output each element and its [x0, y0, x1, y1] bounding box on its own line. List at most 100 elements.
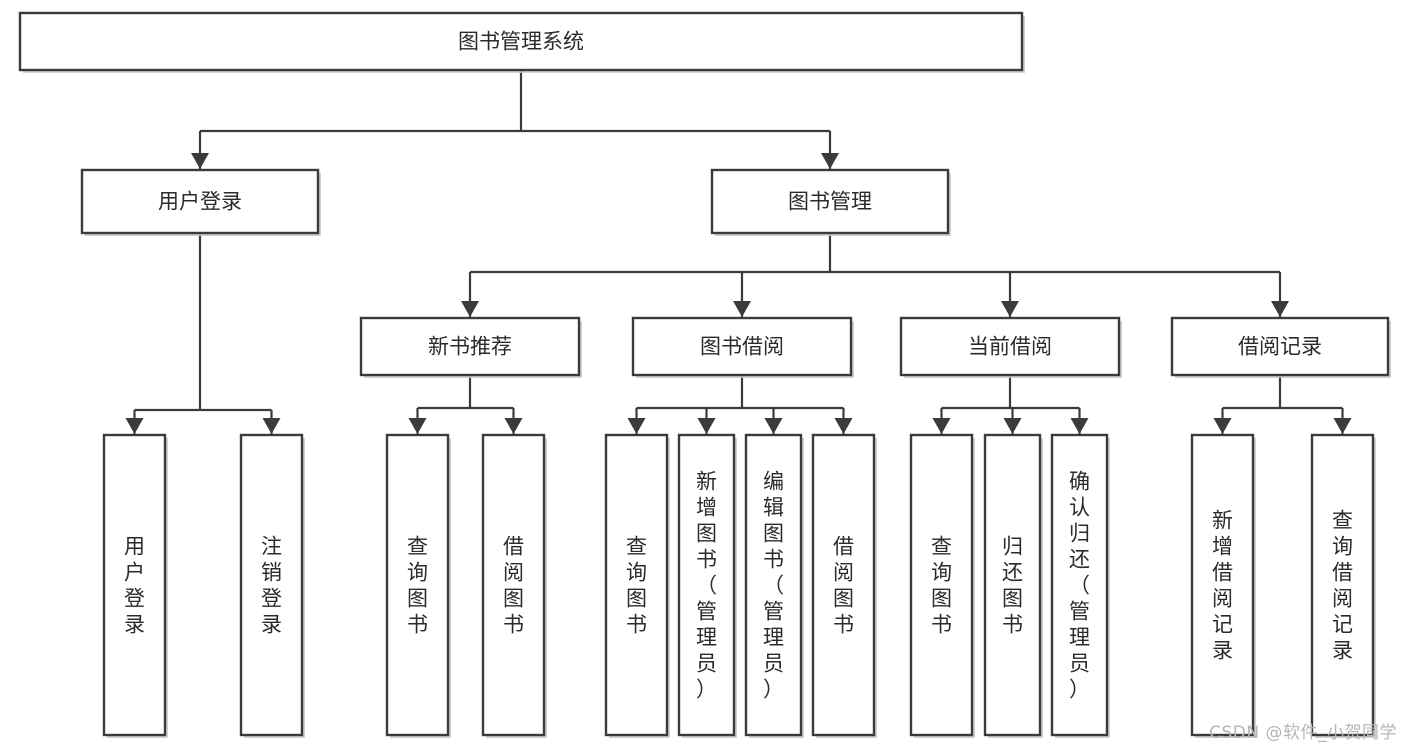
node-leaf-borrow-borrow-book[interactable]: 借阅图书 [811, 433, 877, 738]
node-label-char: 新 [1212, 508, 1233, 532]
arrow-head-icon [627, 418, 646, 434]
node-leaf-user-logout[interactable]: 注销登录 [239, 433, 305, 738]
node-root[interactable]: 图书管理系统 [18, 11, 1025, 73]
node-label-char: ） [763, 677, 784, 701]
node-leaf-current-query-book[interactable]: 查询图书 [909, 433, 975, 738]
node-current-borrow[interactable]: 当前借阅 [899, 316, 1122, 378]
node-leaf-record-query[interactable]: 查询借阅记录 [1310, 433, 1376, 738]
node-leaf-borrow-query-book[interactable]: 查询图书 [604, 433, 670, 738]
node-label: 查询图书 [407, 534, 428, 636]
node-box[interactable] [604, 433, 669, 737]
node-label: 借阅图书 [833, 534, 854, 636]
node-label-char: 编 [763, 469, 784, 493]
node-label: 用户登录 [124, 534, 145, 636]
node-borrow-record[interactable]: 借阅记录 [1170, 316, 1391, 378]
node-book-borrow[interactable]: 图书借阅 [631, 316, 854, 378]
node-box[interactable] [102, 433, 167, 737]
arrow-head-icon [733, 301, 751, 317]
node-label-char: 归 [1002, 534, 1023, 558]
node-box[interactable] [239, 433, 304, 737]
arrow-head-icon [125, 418, 144, 434]
node-leaf-rec-query-book[interactable]: 查询图书 [385, 433, 451, 738]
node-label: 图书借阅 [700, 335, 784, 359]
node-label: 新增图书（管理员） [696, 469, 717, 701]
node-box[interactable] [1310, 433, 1375, 737]
arrow-head-icon [1001, 301, 1019, 317]
node-box[interactable] [1190, 433, 1255, 737]
node-box[interactable] [811, 433, 876, 737]
node-box[interactable] [1170, 316, 1390, 377]
node-box[interactable] [909, 433, 974, 737]
node-box[interactable] [385, 433, 450, 737]
node-box[interactable] [359, 316, 581, 377]
node-label-char: 理 [763, 625, 784, 649]
node-label: 查询图书 [626, 534, 647, 636]
node-label-char: 图 [407, 586, 428, 610]
arrow-head-icon [764, 418, 783, 434]
arrow-head-icon [1333, 418, 1352, 434]
node-box[interactable] [18, 11, 1024, 72]
node-box[interactable] [710, 168, 950, 235]
node-label-char: 书 [1002, 612, 1023, 636]
node-label-char: 书 [407, 612, 428, 636]
node-label-char: 阅 [503, 560, 524, 584]
arrow-head-icon [461, 301, 479, 317]
node-label-char: 询 [626, 560, 647, 584]
node-leaf-current-confirm-return[interactable]: 确认归还（管理员） [1050, 433, 1110, 738]
node-user-login[interactable]: 用户登录 [80, 168, 321, 236]
node-label-char: 用 [124, 534, 145, 558]
node-label-char: 查 [931, 534, 952, 558]
node-box[interactable] [481, 433, 546, 737]
node-label-char: 录 [261, 612, 282, 636]
node-box[interactable] [80, 168, 320, 235]
arrow-head-icon [834, 418, 853, 434]
node-label-char: （ [696, 573, 717, 597]
node-box[interactable] [899, 316, 1121, 377]
node-label-char: 销 [261, 560, 282, 584]
node-leaf-current-return-book[interactable]: 归还图书 [983, 433, 1043, 738]
node-label-char: 归 [1069, 521, 1090, 545]
node-label-char: 员 [696, 651, 717, 675]
node-box[interactable] [631, 316, 853, 377]
node-leaf-borrow-add-book[interactable]: 新增图书（管理员） [677, 433, 737, 738]
node-label-char: 录 [124, 612, 145, 636]
node-leaf-borrow-edit-book[interactable]: 编辑图书（管理员） [744, 433, 804, 738]
node-box[interactable] [744, 433, 803, 737]
node-box[interactable] [1050, 433, 1109, 737]
node-leaf-rec-borrow-book[interactable]: 借阅图书 [481, 433, 547, 738]
node-label: 归还图书 [1002, 534, 1023, 636]
node-label-char: 确 [1069, 469, 1090, 493]
node-label-char: （ [1069, 573, 1090, 597]
node-label-char: 询 [1332, 534, 1353, 558]
node-label-char: 增 [1212, 534, 1233, 558]
node-label-char: ） [696, 677, 717, 701]
node-book-manage[interactable]: 图书管理 [710, 168, 951, 236]
node-box[interactable] [677, 433, 736, 737]
node-label-char: 借 [1332, 560, 1353, 584]
node-label-char: 借 [1212, 560, 1233, 584]
node-label-char: 辑 [763, 495, 784, 519]
node-label-char: 员 [1069, 651, 1090, 675]
node-label-char: 查 [407, 534, 428, 558]
node-label: 查询图书 [931, 534, 952, 636]
node-label: 查询借阅记录 [1332, 508, 1353, 662]
node-leaf-record-add[interactable]: 新增借阅记录 [1190, 433, 1256, 738]
node-label-char: 书 [626, 612, 647, 636]
node-label-char: 询 [931, 560, 952, 584]
node-label-char: 查 [626, 534, 647, 558]
node-new-book-rec[interactable]: 新书推荐 [359, 316, 582, 378]
arrow-head-icon [191, 153, 209, 169]
node-label-char: 认 [1069, 495, 1090, 519]
node-label-char: 图 [696, 521, 717, 545]
node-label-char: 阅 [833, 560, 854, 584]
node-label-char: 登 [124, 586, 145, 610]
nodes-layer: 图书管理系统用户登录图书管理新书推荐图书借阅当前借阅借阅记录用户登录注销登录查询… [18, 11, 1391, 738]
arrow-head-icon [697, 418, 716, 434]
node-leaf-user-login[interactable]: 用户登录 [102, 433, 168, 738]
node-label-char: 书 [931, 612, 952, 636]
node-label-char: 新 [696, 469, 717, 493]
node-label: 当前借阅 [968, 335, 1052, 359]
node-box[interactable] [983, 433, 1042, 737]
